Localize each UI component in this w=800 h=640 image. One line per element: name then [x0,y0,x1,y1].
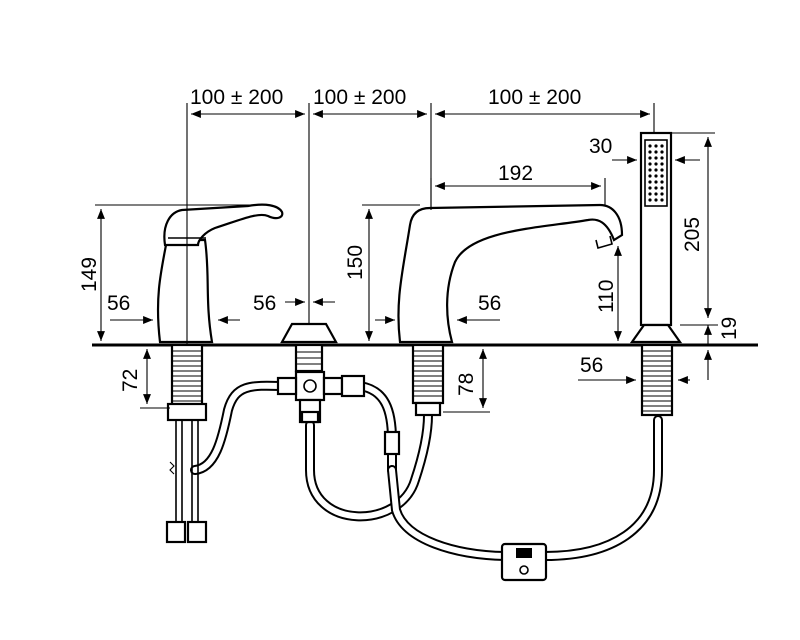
spout-shank-label: 78 [455,373,478,396]
shower-holder [629,323,683,344]
hoses [190,380,663,561]
hose-weight [500,542,548,582]
spout-hole-label: 56 [478,292,501,315]
spout-shank [411,343,445,417]
spacing-label-1: 100 ± 200 [190,86,283,109]
spout-body [397,203,624,344]
mixer-height-label: 149 [78,257,101,292]
mixer-hole-label: 56 [107,292,130,315]
shower-shank [640,343,674,417]
spout-height-label: 150 [344,245,367,280]
spout-outlet-label: 110 [595,280,618,313]
diverter-cap [280,322,338,373]
shower-width-label: 30 [589,135,612,158]
mixer-shank-label: 72 [119,369,142,392]
hose-connector [383,430,401,456]
mixer-lever-body [156,203,284,344]
shower-hole-label: 56 [580,354,603,377]
diverter-valve [276,370,366,424]
shower-height-label: 205 [681,217,704,252]
hand-shower [639,131,673,327]
diverter-hole-label: 56 [253,292,276,315]
holder-height-label: 19 [718,317,741,340]
spout-reach-label: 192 [498,162,533,185]
center-lines [186,103,655,345]
spacing-label-3: 100 ± 200 [488,86,581,109]
spacing-label-2: 100 ± 200 [313,86,406,109]
mixer-shank [165,343,208,544]
